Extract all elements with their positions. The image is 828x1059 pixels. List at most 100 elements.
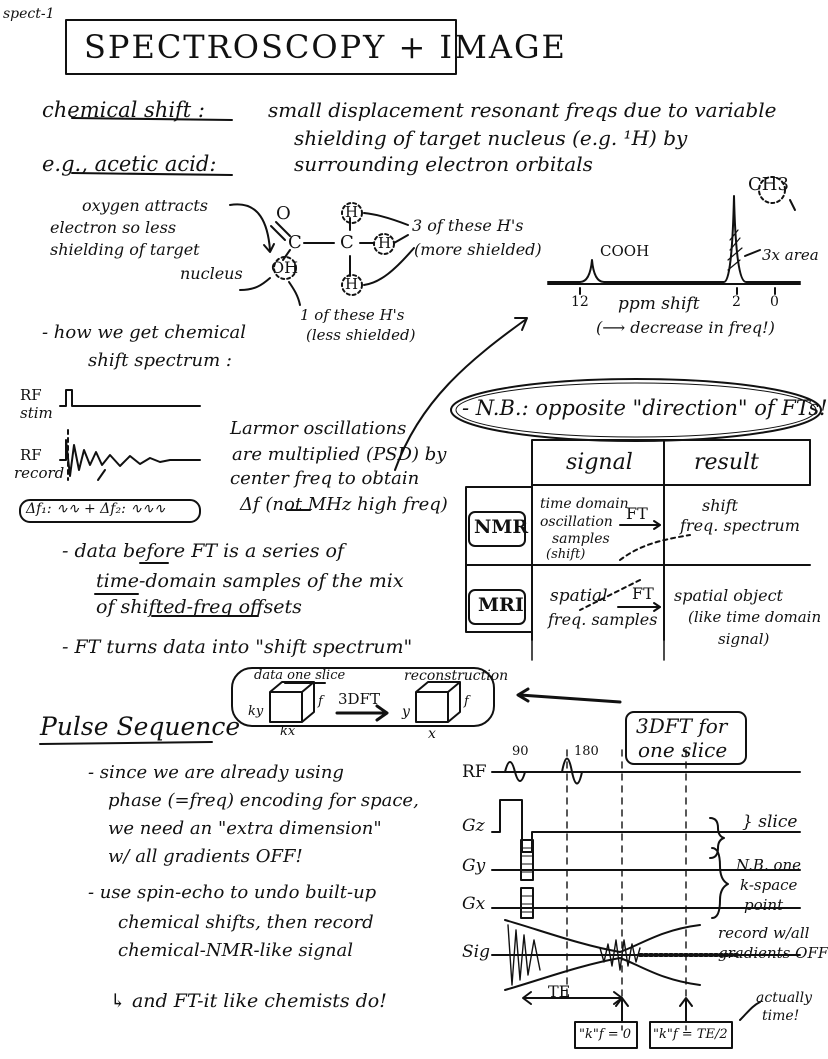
- atom-h3: H: [345, 275, 359, 293]
- nmr-ft: FT: [626, 504, 648, 523]
- pulse-90-label: 90: [512, 744, 529, 759]
- rf-record-trace: [59, 439, 201, 477]
- larmor-1: Larmor oscillations: [230, 418, 407, 439]
- h-circle-3: [341, 274, 363, 296]
- x-label: x: [428, 726, 436, 742]
- kte-arrow: [679, 997, 693, 1023]
- rf-stim-label-2: stim: [20, 404, 53, 422]
- arrow-nucleus: [239, 277, 271, 291]
- te-label: TE: [548, 982, 571, 1001]
- arrow-record: [97, 469, 106, 481]
- arrow-oxygen: [229, 203, 271, 251]
- nmr-result-2: freq. spectrum: [680, 516, 800, 535]
- rf-180-pulse: [561, 757, 583, 785]
- threedft-frame: [231, 667, 495, 727]
- mri-signal-1: spatial: [550, 586, 608, 606]
- bond-ch3: [349, 217, 375, 277]
- time-guides: [566, 749, 687, 1031]
- page-title: SPECTROSCOPY + IMAGE: [84, 28, 567, 66]
- atom-o: O: [276, 203, 291, 224]
- arrow-3h-1: [363, 212, 409, 226]
- nmr-result-1: shift: [702, 496, 738, 515]
- rf-stim-label-1: RF: [20, 386, 42, 404]
- gx-lobe-lines: [520, 895, 534, 913]
- gy-lobe-lines: [520, 847, 534, 873]
- arrow-1h: [288, 281, 301, 306]
- delta-f-text: Δf₁: ∿∿ + Δf₂: ∿∿∿: [26, 501, 166, 517]
- howto-line-2: shift spectrum :: [88, 350, 232, 371]
- oh-circle: [273, 256, 297, 280]
- delta-f-box: [19, 499, 201, 523]
- diagram-gz: Gz: [462, 816, 485, 836]
- spectrum-direction: (⟶ decrease in freq!): [596, 318, 775, 337]
- spectrum-axis-label: ppm shift: [618, 294, 700, 314]
- nb-brace: [711, 847, 729, 919]
- kx-label: kx: [280, 724, 296, 739]
- recon-cube: [415, 681, 461, 723]
- callout-arrowhead: [516, 687, 530, 703]
- callout-line-1: 3DFT for: [636, 714, 728, 738]
- col-result: result: [694, 450, 759, 475]
- three-h-note-2: (more shielded): [414, 240, 542, 259]
- underline-acetic: [71, 172, 233, 176]
- diagram-gy: Gy: [462, 856, 486, 876]
- pulse-heading: Pulse Sequence: [40, 712, 241, 741]
- rf-90-pulse: [504, 761, 526, 782]
- atom-h2: H: [378, 234, 392, 252]
- pulse-text-2: phase (=freq) encoding for space,: [108, 790, 419, 811]
- oxygen-note-3: shielding of target: [50, 240, 200, 259]
- data-one-slice-label: data one slice: [254, 668, 346, 683]
- callout-arrow: [518, 693, 622, 704]
- pulse-text-7: chemical-NMR-like signal: [118, 940, 354, 961]
- nb-text: - N.B.: opposite "direction" of FTs!: [462, 396, 828, 420]
- arrow-3h-2: [393, 234, 409, 244]
- three-h-note-1: 3 of these H's: [412, 216, 524, 235]
- spectrum-ticks: [579, 287, 776, 295]
- nb-one-1: N.B. one: [736, 856, 802, 874]
- gx-lobes: [520, 887, 534, 919]
- arrow-ch3: [789, 199, 796, 211]
- oxygen-note-2: electron so less: [50, 218, 177, 237]
- ch3-circle: [758, 176, 786, 204]
- threedft-label: 3DFT: [338, 690, 380, 708]
- pulse-underline: [39, 741, 213, 745]
- actually-1: actually: [756, 990, 813, 1006]
- sig-oscillation: [507, 924, 641, 986]
- tick-2: 2: [732, 294, 741, 310]
- ft-line: - FT turns data into "shift spectrum": [62, 636, 413, 658]
- threedft-arrowhead: [375, 704, 389, 722]
- oxygen-note-1: oxygen attracts: [82, 196, 208, 215]
- row-mri: MRI: [478, 594, 524, 616]
- gy-lobes: [520, 839, 534, 881]
- underline-data: [94, 562, 259, 617]
- atom-c1: C: [288, 232, 302, 253]
- data-line-3: of shifted-freq offsets: [96, 596, 302, 618]
- mri-result-1: spatial object: [674, 586, 783, 605]
- spectrum-hatch: [727, 229, 743, 271]
- rf-record-label-2: record: [14, 464, 65, 482]
- row-nmr: NMR: [474, 516, 529, 538]
- diagram-rf: RF: [462, 762, 487, 782]
- arrow-to-spectrum: [394, 319, 526, 471]
- pulse-text-4: w/ all gradients OFF!: [108, 846, 303, 867]
- mri-label-box: [468, 589, 526, 625]
- diagram-sig: Sig: [462, 942, 490, 962]
- arrow-3h-3: [363, 247, 415, 286]
- nmr-signal-3: samples: [552, 531, 610, 547]
- nmr-signal-4: (shift): [546, 547, 586, 562]
- data-line-2: time-domain samples of the mix: [96, 570, 404, 592]
- k0-box: [574, 1021, 638, 1049]
- pulse-text-5: - use spin-echo to undo built-up: [88, 882, 377, 903]
- corner-label: spect-1: [3, 6, 55, 22]
- oxygen-note-4: nucleus: [180, 264, 243, 283]
- nmr-signal-2: oscillation: [540, 514, 613, 530]
- arrowhead-oxygen: [263, 243, 275, 253]
- mri-ft: FT: [632, 584, 654, 603]
- h-circle-2: [373, 233, 395, 255]
- data-line-1: - data before FT is a series of: [62, 540, 344, 562]
- slice-label: } slice: [742, 812, 798, 832]
- kte-label: "k"f = TE/2: [653, 1027, 728, 1042]
- col-signal: signal: [566, 450, 633, 475]
- nb-one-3: point: [744, 896, 784, 914]
